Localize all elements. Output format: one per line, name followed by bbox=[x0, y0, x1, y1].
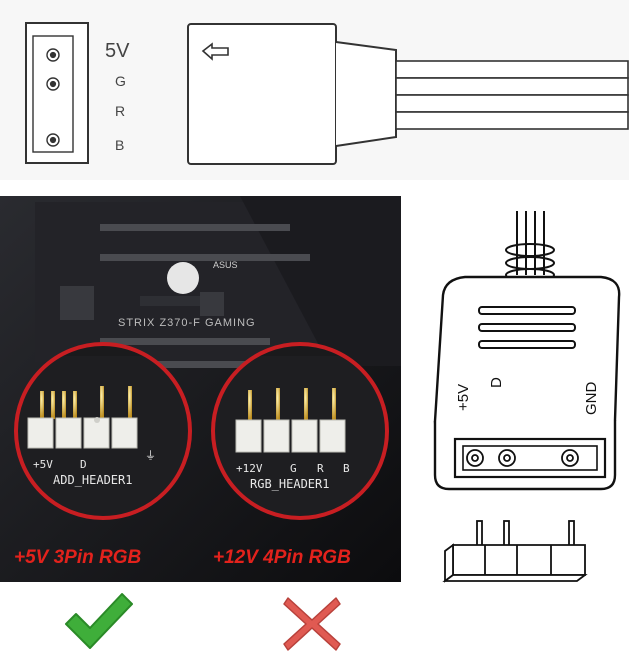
pin-label-r: R bbox=[115, 103, 125, 119]
socket-pins bbox=[46, 48, 60, 147]
pin-label-g: G bbox=[115, 73, 126, 89]
pin-header-drawing bbox=[442, 520, 588, 583]
right-connector-diagram: +5V D GND bbox=[433, 211, 621, 583]
arrow-left-icon bbox=[201, 42, 229, 61]
right-caption: +12V 4Pin RGB bbox=[213, 547, 351, 568]
ribbon-wires bbox=[395, 60, 629, 130]
left-pin-label-ground: ⏚ bbox=[145, 449, 156, 462]
pin-label-b: B bbox=[115, 137, 124, 153]
motherboard-photo: ASUS STRIX Z370-F GAMING +5V D ⏚ ADD_HEA… bbox=[0, 196, 401, 582]
right-header-zoom: +12V G R B RGB_HEADER1 bbox=[211, 342, 389, 520]
pin-label-5v: 5V bbox=[105, 40, 130, 62]
right-pin-label-12v: +12V bbox=[236, 462, 263, 475]
board-pcie-slots bbox=[35, 196, 401, 368]
right-header-name: RGB_HEADER1 bbox=[250, 477, 329, 491]
cross-icon bbox=[283, 597, 341, 651]
right-pin-label-r: R bbox=[317, 462, 324, 475]
plug-neck bbox=[335, 41, 397, 147]
right-pin-label-g: G bbox=[290, 462, 297, 475]
plug-label-d: D bbox=[488, 377, 505, 388]
plug-vent-lines bbox=[478, 306, 576, 349]
board-heatsink-emblem bbox=[167, 262, 199, 294]
plug-socket-holes bbox=[466, 449, 579, 467]
plug-label-5v: +5V bbox=[455, 384, 472, 411]
check-icon bbox=[65, 593, 133, 649]
plug-label-gnd: GND bbox=[583, 382, 600, 416]
left-caption: +5V 3Pin RGB bbox=[14, 547, 142, 568]
left-pin-label-d: D bbox=[80, 458, 87, 471]
top-connector-diagram: 5V G R B bbox=[0, 0, 629, 180]
cable-wires bbox=[505, 211, 555, 282]
left-header-zoom: +5V D ⏚ ADD_HEADER1 bbox=[14, 342, 192, 520]
socket-body bbox=[25, 22, 89, 164]
right-pin-label-b: B bbox=[343, 462, 350, 475]
board-brand: ASUS bbox=[213, 260, 238, 270]
left-pin-label-5v: +5V bbox=[33, 458, 53, 471]
left-header-name: ADD_HEADER1 bbox=[53, 473, 132, 487]
board-model: STRIX Z370-F GAMING bbox=[118, 317, 256, 329]
